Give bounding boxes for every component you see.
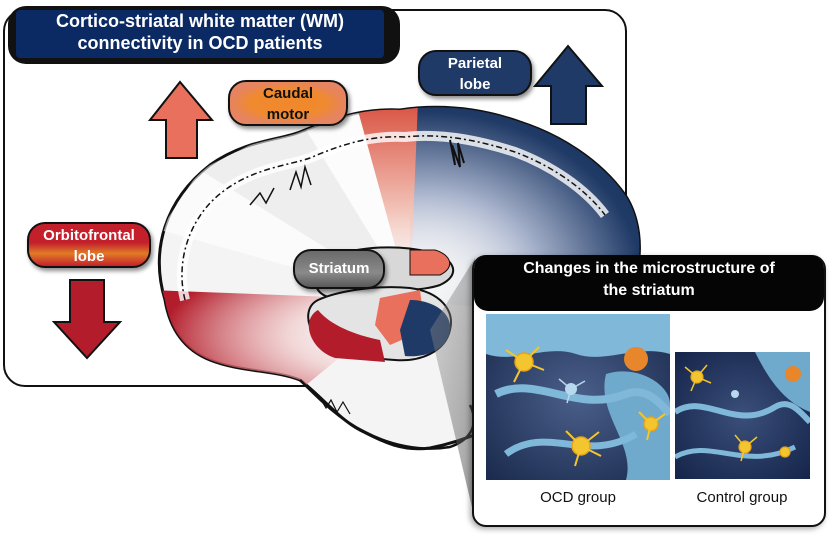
arrow-up-icon: [535, 46, 602, 124]
caudal-motor-label: Caudal motor: [228, 80, 348, 126]
page-title: Cortico-striatal white matter (WM) conne…: [16, 10, 384, 54]
orbitofrontal-lobe-label: Orbitofrontal lobe: [27, 222, 151, 268]
arrow-up-icon: [150, 82, 212, 158]
microstructure-title: Changes in the microstructure of the str…: [474, 258, 824, 302]
ocd-group-image: [486, 314, 670, 480]
control-group-image: [675, 352, 810, 479]
ocd-group-caption: OCD group: [486, 489, 670, 506]
arrow-down-icon: [54, 280, 120, 358]
control-group-caption: Control group: [672, 489, 812, 506]
striatum-label: Striatum: [293, 249, 385, 289]
parietal-lobe-label: Parietal lobe: [418, 50, 532, 96]
